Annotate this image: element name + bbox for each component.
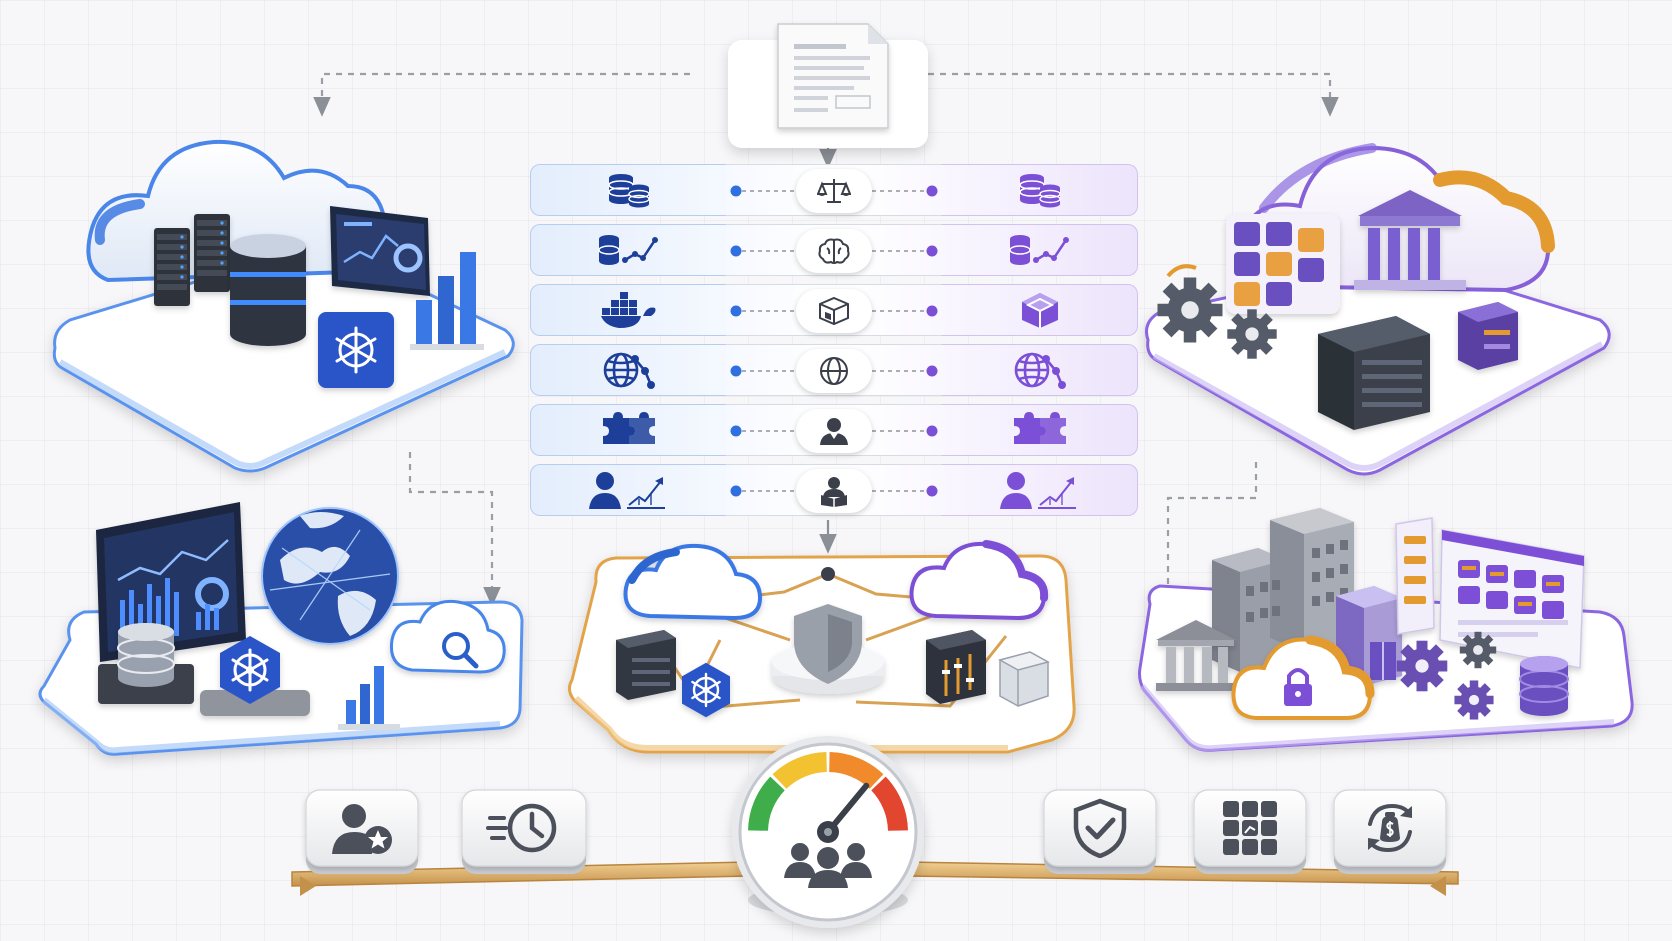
shield-check-icon <box>1044 790 1156 866</box>
kubernetes-icon <box>318 312 394 388</box>
connector-lines <box>313 72 1339 607</box>
gauge-segment <box>748 776 786 832</box>
speedometer-gauge[interactable] <box>732 736 924 928</box>
database-icon <box>1519 656 1569 716</box>
shield-check-button[interactable] <box>1043 789 1157 874</box>
bar-chart-icon <box>338 666 400 730</box>
gauge-needle <box>817 782 870 843</box>
database-icon <box>98 622 194 704</box>
left-analytics-platform-node[interactable] <box>38 502 524 756</box>
user-star-button[interactable] <box>305 789 419 874</box>
gauge-segment <box>772 752 828 790</box>
gears-icon <box>1157 264 1277 359</box>
right-public-cloud-node[interactable] <box>1145 143 1611 476</box>
user-star-icon <box>306 790 418 866</box>
database-icon <box>230 234 306 346</box>
dashboard-icon <box>330 206 430 296</box>
globe-icon <box>261 507 399 645</box>
equalizer-icon <box>926 630 986 704</box>
gauge-segment <box>870 776 908 832</box>
fast-clock-icon <box>462 790 586 866</box>
analytics-monitor-icon <box>96 502 246 662</box>
money-cycle-button[interactable] <box>1333 789 1447 874</box>
money-cycle-icon <box>1334 790 1446 866</box>
shield-icon <box>772 604 884 694</box>
document-icon <box>777 23 889 129</box>
server-rack-icon <box>1318 316 1430 430</box>
speedometer-icon <box>748 752 908 832</box>
server-rack-icon <box>616 630 676 700</box>
cloud-icon <box>909 540 1049 621</box>
cloud-icon <box>623 543 763 621</box>
cloud-lock-icon <box>1231 635 1375 720</box>
gauge-segment <box>828 752 884 790</box>
cube-icon <box>998 651 1050 707</box>
kubernetes-icon <box>200 634 310 716</box>
team-icon <box>784 843 872 888</box>
grid-apps-button[interactable] <box>1193 789 1307 874</box>
top-document-node[interactable] <box>728 23 928 148</box>
center-hybrid-mesh-node[interactable] <box>567 540 1076 754</box>
cloud-search-icon <box>389 599 506 674</box>
storage-box-icon <box>1458 302 1518 370</box>
right-enterprise-campus-node[interactable] <box>1138 508 1634 752</box>
left-private-cloud-node[interactable] <box>52 139 520 473</box>
app-grid-icon <box>1226 214 1340 314</box>
bar-chart-icon <box>410 252 484 350</box>
grid-apps-icon <box>1194 790 1306 866</box>
mesh-hub-dot <box>821 567 835 581</box>
bank-building-icon <box>1354 190 1466 290</box>
fast-clock-button[interactable] <box>461 789 587 874</box>
